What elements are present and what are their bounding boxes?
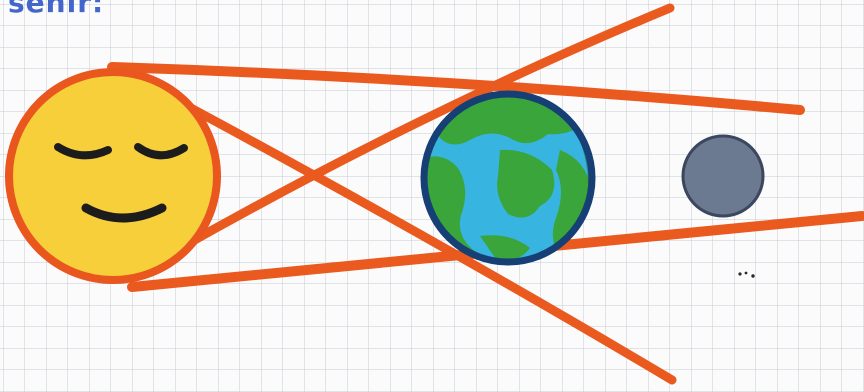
moon-icon	[683, 136, 763, 216]
smiling-sun-icon	[9, 72, 217, 280]
handwritten-caption: senir:	[8, 0, 104, 19]
